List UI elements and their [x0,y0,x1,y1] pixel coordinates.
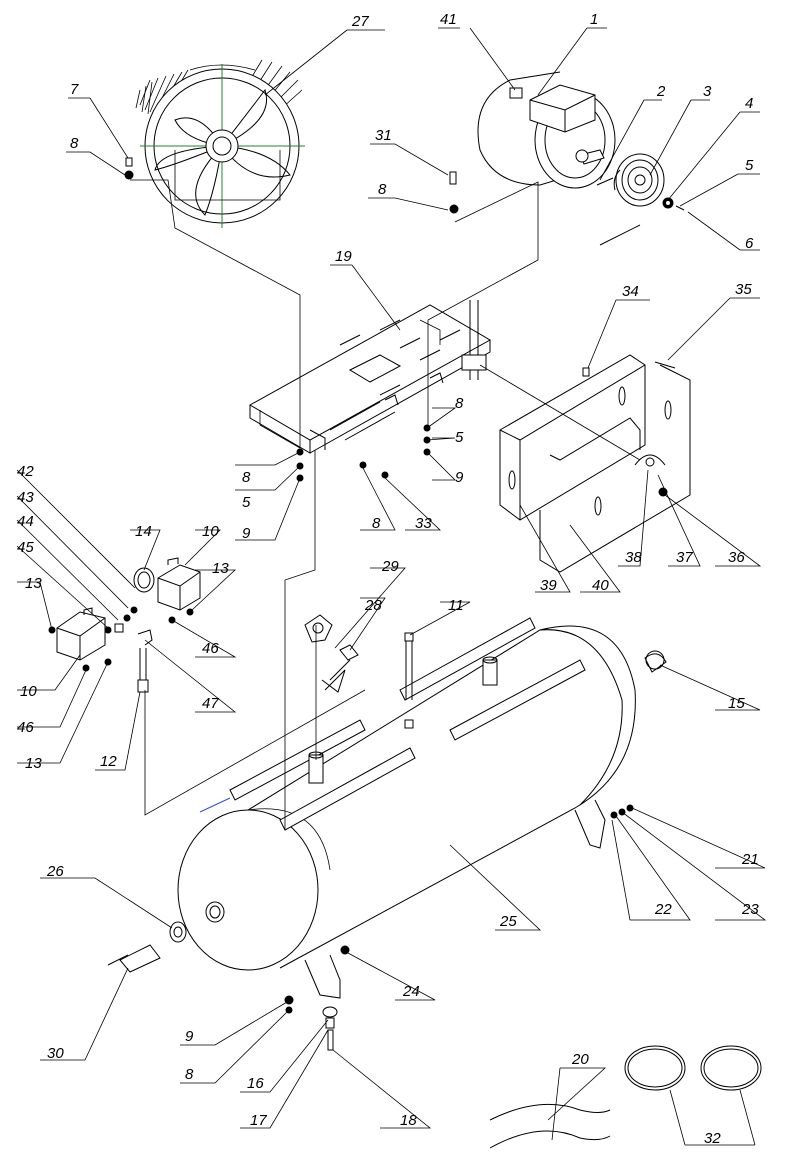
part-label-8b: 8 [378,181,387,198]
part-label-35: 35 [735,281,752,298]
part-label-13b: 13 [212,560,229,577]
base-plate [248,300,492,454]
part-label-22: 22 [654,901,672,918]
part-label-7: 7 [70,81,79,98]
part-label-15: 15 [728,695,745,712]
part-label-18: 18 [400,1112,417,1129]
part-label-46: 46 [202,640,219,657]
part-label-25: 25 [499,913,517,930]
drain-fittings [284,804,634,1051]
part-label-20: 20 [571,1051,589,1068]
part-label-10: 10 [202,523,219,540]
part-label-47: 47 [202,695,219,712]
electric-motor [477,71,616,189]
part-label-39: 39 [540,577,557,594]
part-label-3: 3 [703,83,712,100]
part-label-9b: 9 [242,525,251,542]
part-labels: 1 2 3 4 5 6 7 8 41 31 8 27 19 34 35 8 5 … [17,11,759,1147]
part-label-42: 42 [17,463,34,480]
spare-parts [489,1045,762,1149]
part-label-34: 34 [622,283,639,300]
part-label-5: 5 [745,157,754,174]
belt-guard [499,354,691,573]
part-label-16: 16 [247,1075,264,1092]
part-label-43: 43 [17,489,34,506]
part-label-24: 24 [402,983,420,1000]
part-label-8d: 8 [242,469,251,486]
part-label-28: 28 [364,597,382,614]
tank-fittings [304,614,667,729]
part-label-44: 44 [17,513,34,530]
part-label-8: 8 [70,135,79,152]
part-label-32: 32 [704,1130,721,1147]
part-label-17: 17 [250,1112,267,1129]
part-label-46b: 46 [17,719,34,736]
part-label-40: 40 [592,577,609,594]
assembly-lines [130,179,641,830]
part-label-45: 45 [17,539,34,556]
part-label-33: 33 [415,515,432,532]
part-label-13: 13 [25,575,42,592]
part-label-8f: 8 [185,1066,194,1083]
part-label-31: 31 [375,127,392,144]
motor-pulley [596,153,685,246]
part-label-10b: 10 [20,683,37,700]
part-label-13c: 13 [25,755,42,772]
part-label-5b: 5 [455,429,464,446]
part-label-5c: 5 [242,494,251,511]
leader-lines [16,27,767,1146]
part-label-19: 19 [335,248,352,265]
part-label-9c: 9 [185,1028,194,1045]
part-label-8c: 8 [455,395,464,412]
part-label-6: 6 [745,235,754,252]
part-label-23: 23 [741,901,759,918]
part-label-2: 2 [656,83,666,100]
compressor-pump-fan [135,59,305,228]
outlet-valve [107,921,187,973]
part-label-29: 29 [381,558,399,575]
part-label-21: 21 [741,851,759,868]
part-label-4: 4 [745,95,753,112]
part-label-41: 41 [440,11,457,28]
part-label-8e: 8 [372,515,381,532]
part-label-1: 1 [590,11,598,28]
part-label-36: 36 [728,549,745,566]
part-label-11: 11 [448,597,464,614]
air-receiver-tank [177,617,636,999]
part-label-9: 9 [455,469,464,486]
part-label-38: 38 [625,549,642,566]
part-label-12: 12 [100,753,117,770]
pressure-switch-assembly [48,557,201,693]
part-label-14: 14 [135,523,152,540]
part-label-26: 26 [46,863,64,880]
part-label-27: 27 [351,13,369,30]
part-label-37: 37 [676,549,693,566]
part-label-30: 30 [47,1045,64,1062]
